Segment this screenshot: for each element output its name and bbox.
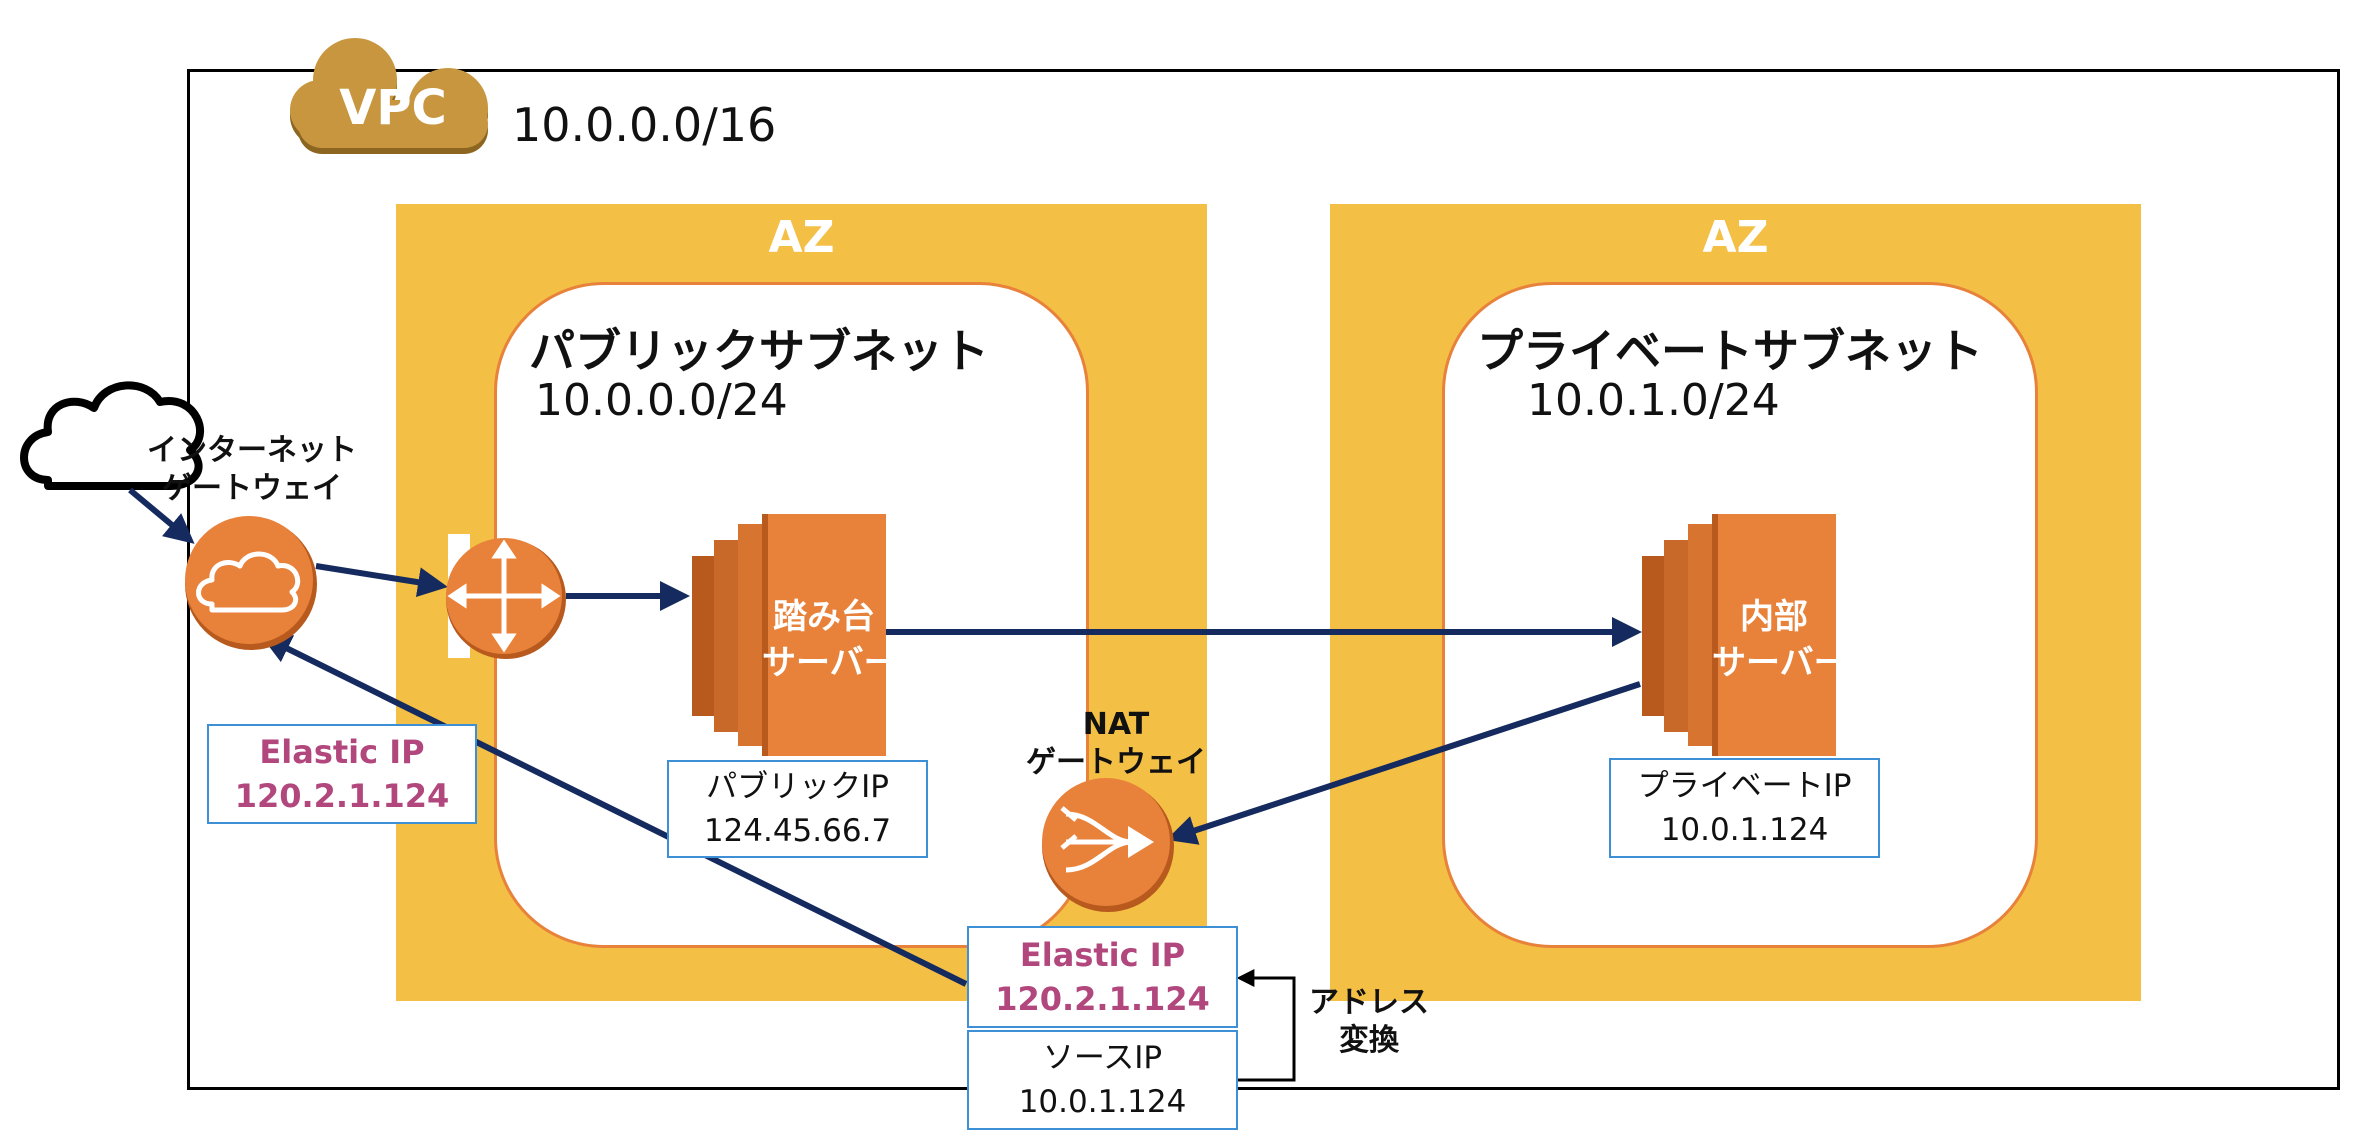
label-line: 踏み台 — [773, 597, 875, 637]
internet-gateway-label: インターネット ゲートウェイ — [144, 432, 360, 508]
address-translation-label: アドレス 変換 — [1294, 984, 1444, 1060]
private-ip-value: 10.0.1.124 — [1660, 812, 1829, 848]
nat-elastic-ip-box: Elastic IP 120.2.1.124 — [967, 926, 1238, 1028]
subnet-title: プライベートサブネット — [1477, 324, 1983, 378]
elastic-ip-value: 120.2.1.124 — [234, 777, 450, 815]
elastic-ip-value: 120.2.1.124 — [995, 980, 1210, 1018]
public-ip-label: パブリックIP — [706, 769, 889, 805]
label-line: サーバー — [762, 643, 898, 683]
label-line: サーバー — [1712, 643, 1848, 683]
internal-server-label: 内部 サーバー — [1712, 594, 1848, 686]
label-line: ゲートウェイ — [1026, 745, 1206, 780]
connection-arrows — [128, 487, 1642, 987]
source-ip-box: ソースIP 10.0.1.124 — [967, 1030, 1238, 1130]
label-line: インターネット — [147, 433, 357, 468]
nat-gateway-label: NAT ゲートウェイ — [1016, 706, 1216, 782]
subnet-title: パブリックサブネット — [529, 324, 989, 378]
igw-elastic-ip-box: Elastic IP 120.2.1.124 — [207, 724, 477, 824]
bastion-server-label: 踏み台 サーバー — [762, 594, 898, 686]
address-translation-arrow — [1234, 969, 1296, 1082]
label-line: アドレス — [1309, 985, 1429, 1020]
public-ip-value: 124.45.66.7 — [703, 813, 892, 849]
arrow-internal-to-nat — [1166, 681, 1641, 845]
label-line: ゲートウェイ — [162, 471, 342, 506]
private-ip-box: プライベートIP 10.0.1.124 — [1609, 758, 1880, 858]
internet-cloud-icon — [20, 381, 204, 490]
public-ip-box: パブリックIP 124.45.66.7 — [667, 760, 928, 858]
elastic-ip-label: Elastic IP — [1019, 936, 1186, 974]
router-icon — [446, 534, 566, 659]
az-label: AZ — [1702, 212, 1769, 263]
arrow-igw-to-router — [315, 563, 448, 598]
vpc-cidr: 10.0.0.0/16 — [512, 98, 777, 152]
subnet-cidr: 10.0.1.0/24 — [1527, 375, 1780, 426]
vpc-icon-label: VPC — [339, 80, 447, 136]
arrow-internet-to-igw — [128, 487, 195, 544]
label-line: 変換 — [1339, 1023, 1399, 1058]
internet-gateway-icon — [185, 516, 317, 650]
az-label: AZ — [768, 212, 835, 263]
label-line: 内部 — [1740, 597, 1808, 637]
nat-gateway-icon — [1042, 778, 1174, 912]
subnet-cidr: 10.0.0.0/24 — [535, 375, 788, 426]
label-line: NAT — [1082, 707, 1150, 742]
source-ip-label: ソースIP — [1042, 1040, 1163, 1076]
vpc-cloud-icon: VPC — [290, 38, 488, 154]
ec2-instance-icon — [692, 514, 886, 756]
ec2-instance-icon — [1642, 514, 1836, 756]
source-ip-value: 10.0.1.124 — [1018, 1084, 1187, 1120]
private-ip-label: プライベートIP — [1637, 768, 1852, 804]
elastic-ip-label: Elastic IP — [259, 733, 425, 771]
arrow-nat-eip-to-igw — [260, 635, 968, 987]
